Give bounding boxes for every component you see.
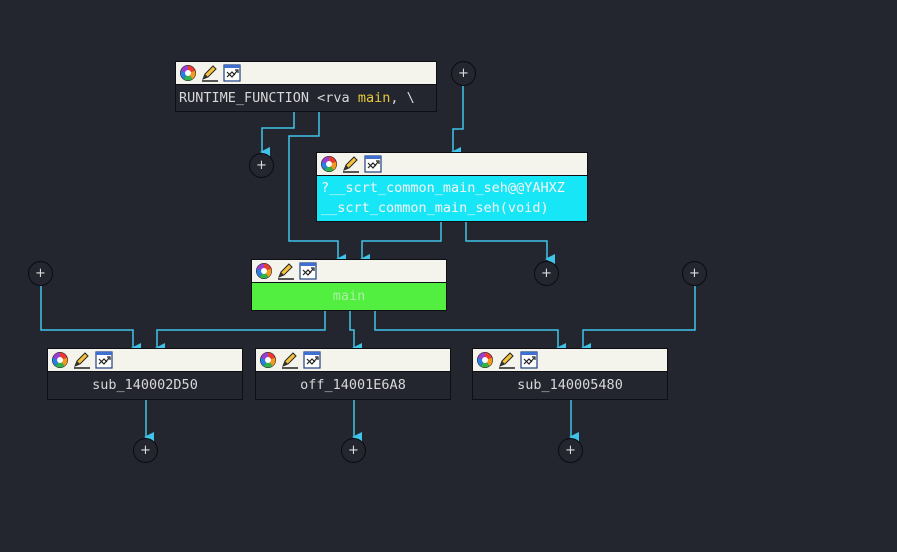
node-body: main — [252, 283, 446, 310]
node-toolbar — [252, 260, 446, 283]
graph-layout-icon[interactable] — [299, 262, 317, 280]
color-wheel-icon[interactable] — [51, 351, 69, 369]
expand-button-runtime-callee[interactable]: + — [249, 153, 274, 178]
expand-button-right[interactable]: + — [682, 261, 707, 286]
node-sub-140005480[interactable]: sub_140005480 — [472, 348, 668, 400]
graph-layout-icon[interactable] — [364, 155, 382, 173]
graph-layout-icon[interactable] — [223, 64, 241, 82]
edit-pencil-icon[interactable] — [281, 351, 299, 369]
node-label-suffix: , \ — [390, 90, 415, 106]
expand-button-top[interactable]: + — [451, 61, 476, 86]
edge — [451, 86, 464, 157]
node-scrt-common-main-seh[interactable]: ?__scrt_common_main_seh@@YAHXZ __scrt_co… — [316, 152, 588, 222]
color-wheel-icon[interactable] — [179, 64, 197, 82]
edit-pencil-icon[interactable] — [277, 262, 295, 280]
node-toolbar — [176, 62, 436, 85]
node-sub-140002d50[interactable]: sub_140002D50 — [47, 348, 243, 400]
color-wheel-icon[interactable] — [476, 351, 494, 369]
expand-button-scrt-callee[interactable]: + — [534, 261, 559, 286]
node-toolbar — [317, 153, 587, 176]
edge — [349, 311, 362, 353]
edge — [374, 311, 566, 353]
expand-button-off-14001e6a8[interactable]: + — [341, 438, 366, 463]
expand-button-left[interactable]: + — [28, 261, 53, 286]
node-toolbar — [256, 349, 450, 372]
graph-layout-icon[interactable] — [303, 351, 321, 369]
edge — [360, 222, 442, 264]
edge — [40, 286, 141, 353]
node-off-14001e6a8[interactable]: off_14001E6A8 — [255, 348, 451, 400]
color-wheel-icon[interactable] — [320, 155, 338, 173]
node-toolbar — [473, 349, 667, 372]
expand-button-sub-140002d50[interactable]: + — [133, 438, 158, 463]
expand-button-sub-140005480[interactable]: + — [558, 438, 583, 463]
edit-pencil-icon[interactable] — [342, 155, 360, 173]
color-wheel-icon[interactable] — [255, 262, 273, 280]
node-runtime-function[interactable]: RUNTIME_FUNCTION <rva main, \ — [175, 61, 437, 112]
node-label[interactable]: main — [332, 288, 366, 304]
node-label-mangled[interactable]: ?__scrt_common_main_seh@@YAHXZ — [321, 180, 565, 196]
node-label[interactable]: RUNTIME_FUNCTION <rva main, \ — [176, 85, 436, 111]
graph-layout-icon[interactable] — [520, 351, 538, 369]
node-label-prefix: RUNTIME_FUNCTION <rva — [179, 90, 358, 106]
edge — [581, 286, 696, 353]
node-label[interactable]: sub_140005480 — [517, 377, 623, 393]
edge — [260, 112, 295, 157]
color-wheel-icon[interactable] — [259, 351, 277, 369]
node-label-highlight: main — [357, 90, 391, 106]
node-label[interactable]: off_14001E6A8 — [300, 377, 406, 393]
node-label-demangled[interactable]: __scrt_common_main_seh(void) — [321, 200, 549, 216]
node-body: ?__scrt_common_main_seh@@YAHXZ __scrt_co… — [317, 176, 587, 221]
node-toolbar — [48, 349, 242, 372]
edit-pencil-icon[interactable] — [498, 351, 516, 369]
edit-pencil-icon[interactable] — [201, 64, 219, 82]
edge — [155, 311, 326, 353]
edit-pencil-icon[interactable] — [73, 351, 91, 369]
graph-layout-icon[interactable] — [95, 351, 113, 369]
edge — [465, 222, 555, 264]
edge — [288, 112, 346, 264]
node-label[interactable]: sub_140002D50 — [92, 377, 198, 393]
node-main[interactable]: main — [251, 259, 447, 311]
